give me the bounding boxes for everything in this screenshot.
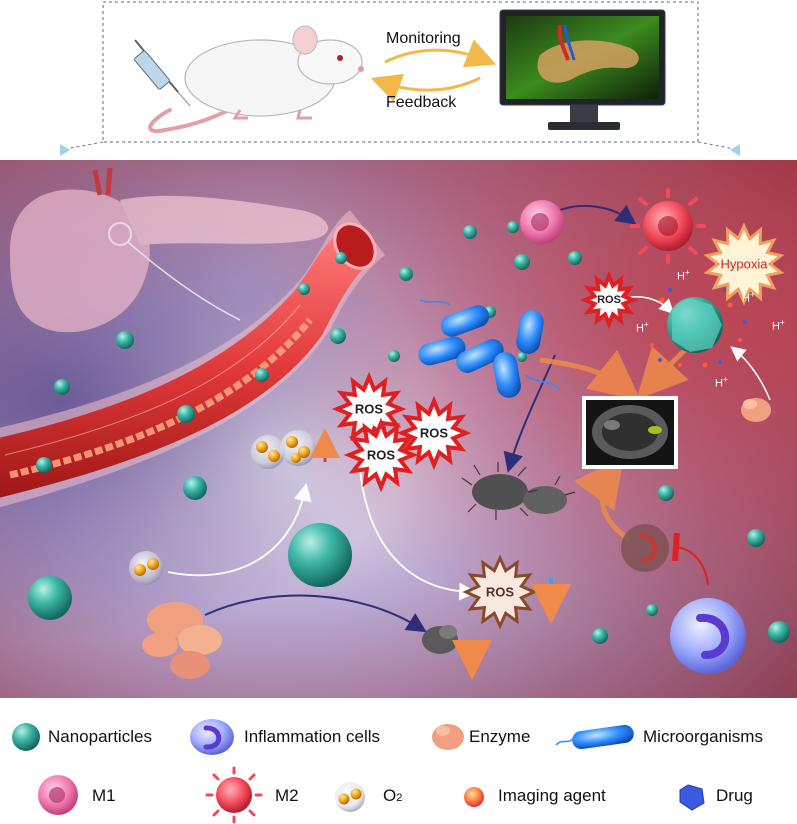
nanoparticle [768,621,790,643]
enzyme-debris [422,625,458,654]
nanoparticles-field [28,221,790,644]
expansion-arrow-left [60,144,70,156]
legend-microorganisms-label: Microorganisms [643,727,763,746]
legend-nanoparticle-icon [12,723,40,751]
expansion-arrow-right [730,144,740,156]
legend-microorganism-icon [555,724,634,750]
nanoparticle [330,328,346,344]
m2-macrophage [630,188,706,264]
drug-nanoparticle-cluster [650,288,747,368]
nanoparticle [54,379,70,395]
o2-carrier [129,551,163,585]
nanoparticle [517,352,527,362]
nanoparticle [335,252,347,264]
legend-m2-label: M2 [275,786,299,805]
legend-enzyme-icon [432,724,464,750]
imaging-panel [582,396,678,469]
legend-enzyme-label: Enzyme [469,727,531,746]
nanoparticle [658,485,674,501]
enzyme-small [741,398,771,422]
mouse-illustration [148,25,364,133]
inflammation-cell [670,598,746,674]
nanoparticle [592,628,608,644]
arrow-cell-to-imaging [574,455,632,543]
proton-label: H+ [677,268,690,283]
nanoparticle [36,457,52,473]
dead-microorganism-cluster [461,462,576,520]
arrow-o2-to-bubble [167,482,312,577]
nanoparticle [288,523,352,587]
ros-burst [396,395,472,471]
arrow-bacteria-to-imaging [539,349,641,401]
expansion-line-right [697,141,741,151]
monitoring-label: Monitoring [386,30,461,47]
arrow-bacteria-to-dead [503,354,556,473]
monitoring-arrow [384,39,497,68]
nanoparticle [463,225,477,239]
top-panel [59,1,741,156]
monitor-illustration [499,9,666,130]
legend-o2-label: O2 [383,786,403,805]
legend-drug-icon [679,784,705,811]
arrow-enzyme-to-debris [204,594,427,633]
ros-burst [462,554,538,630]
nanoparticle [255,368,269,382]
ros-label: ROS [354,401,384,417]
ros-label: ROS [597,294,621,306]
main-scene [0,160,797,698]
nanoparticle [298,283,310,295]
proton-label: H+ [636,320,649,335]
ros-burst [343,417,419,493]
ros-label: ROS [366,447,396,463]
nanoparticle [747,529,765,547]
nanoparticle [514,254,530,270]
dying-inflammation-cell [621,524,669,572]
ros-label: ROS [419,425,449,441]
o2-carrier-cluster [251,428,340,469]
nanoparticle [388,350,400,362]
legend-inflammation-cell-icon [190,719,234,755]
legend-o2-icon [335,782,365,812]
ros-burst-group [331,222,785,630]
legend-drug-label: Drug [716,786,753,805]
proton-label: H+ [772,318,785,333]
feedback-label: Feedback [386,94,457,111]
arrow-ros-down [359,469,478,601]
nanoparticle [183,476,207,500]
syringe-icon [134,39,191,107]
nanoparticle [507,221,519,233]
legend-m1-icon [38,775,78,815]
legend-m2-icon [205,766,263,824]
legend-m1-label: M1 [92,786,116,805]
legend-imaging-agent-icon [464,787,484,807]
m1-macrophage [520,200,564,244]
legend-nanoparticles-label: Nanoparticles [48,727,152,746]
nanoparticle [646,604,658,616]
pancreas-organ [10,167,329,333]
nanoparticle [116,331,134,349]
proton-label: H+ [742,290,755,305]
legend-icons [12,719,705,824]
legend-imaging-agent-label: Imaging agent [498,786,606,805]
microorganism-cluster [418,299,561,398]
nanoparticle [28,576,72,620]
proton-label: H+ [715,375,728,390]
feedback-arrow [370,73,481,103]
nanoparticle [568,251,582,265]
enzyme-cluster [142,602,222,679]
legend-inflammation-cells-label: Inflammation cells [244,727,381,746]
hypoxia-burst [703,222,785,306]
hypoxia-label: Hypoxia [720,256,768,272]
inhibition-line [672,532,709,586]
ros-burst [579,270,639,330]
ros-label: ROS [485,584,515,600]
nanoparticle [177,405,195,423]
nanoparticle [399,267,413,281]
